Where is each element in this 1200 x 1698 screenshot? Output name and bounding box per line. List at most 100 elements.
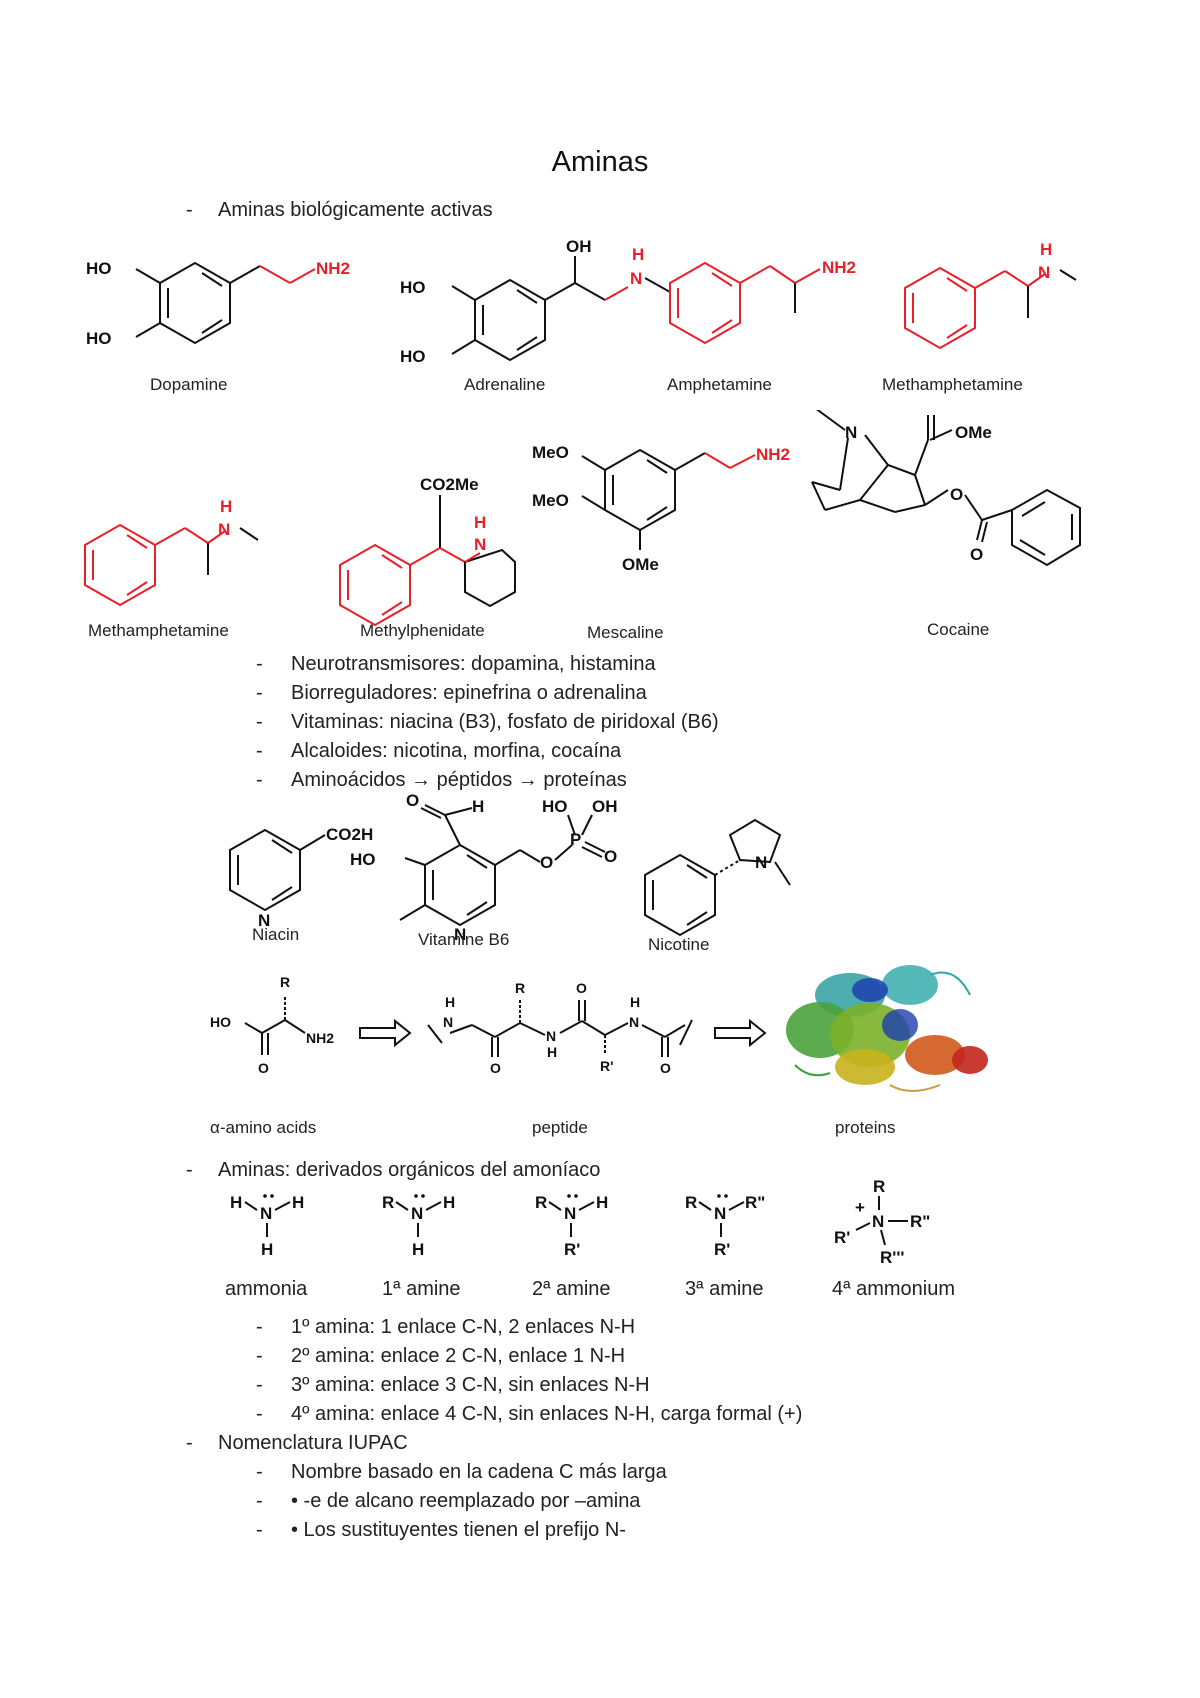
- bullet-dash: -: [256, 1345, 263, 1367]
- secondary-amine-structure: R N H R' 2ª amine: [532, 1193, 611, 1300]
- cocaine-structure: N O OMe O O Cocaine: [811, 410, 1081, 639]
- section-heading-biologically-active: Aminas biológicamente activas: [218, 199, 493, 221]
- arrow-right-icon: [359, 1018, 412, 1048]
- bullet-neurotransmitters: Neurotransmisores: dopamina, histamina: [291, 653, 656, 675]
- atom-n: N: [872, 1212, 884, 1231]
- atom-r-prime: R': [714, 1240, 730, 1259]
- bullet-dash: -: [256, 1374, 263, 1396]
- row5-amine-classes: H N H H ammonia R N H H 1ª amine R N: [225, 1177, 955, 1300]
- atom-p: P: [570, 830, 581, 849]
- atom-o: O: [540, 853, 553, 872]
- atom-plus: +: [855, 1198, 865, 1217]
- bullet-primary-amine: 1º amina: 1 enlace C-N, 2 enlaces N-H: [291, 1316, 636, 1338]
- bullet-dash: -: [256, 740, 263, 762]
- atom-h: H: [261, 1240, 273, 1259]
- atom-n: N: [218, 520, 230, 539]
- atom-ho: HO: [542, 797, 568, 816]
- atom-n: N: [474, 535, 486, 554]
- atom-r: R: [280, 974, 290, 990]
- atom-co2h: CO2H: [326, 825, 373, 844]
- bullet-dash: -: [256, 711, 263, 733]
- bullet-dash: -: [256, 1461, 263, 1483]
- atom-o: O: [604, 847, 617, 866]
- atom-n: N: [258, 911, 270, 930]
- bullet-alkaloids: Alcaloides: nicotina, morfina, cocaína: [291, 740, 622, 762]
- atom-r-double-prime: R": [910, 1212, 930, 1231]
- niacin-structure: CO2H N Niacin: [229, 825, 373, 944]
- tertiary-amine-structure: R N R" R' 3ª amine: [685, 1193, 765, 1300]
- atom-n: N: [564, 1204, 576, 1223]
- caption-cocaine: Cocaine: [927, 620, 989, 639]
- bullet-bioregulators: Biorreguladores: epinefrina o adrenalina: [291, 682, 647, 704]
- caption-peptide: peptide: [532, 1118, 588, 1137]
- atom-o: O: [576, 980, 587, 996]
- bullet-dash: -: [186, 199, 193, 221]
- atom-ome: OMe: [622, 555, 659, 574]
- ammonia-structure: H N H H ammonia: [225, 1193, 308, 1300]
- methamphetamine-structure: H N Methamphetamine: [882, 240, 1077, 394]
- bullet-n-prefix: • Los sustituyentes tienen el prefijo N-: [291, 1519, 626, 1541]
- atom-h: H: [230, 1193, 242, 1212]
- primary-amine-structure: R N H H 1ª amine: [382, 1193, 461, 1300]
- atom-o: O: [490, 1060, 501, 1076]
- atom-meo: MeO: [532, 443, 569, 462]
- methylphenidate-structure: CO2Me H N Methylphenidate: [339, 475, 516, 640]
- bullet-dash: -: [256, 769, 263, 791]
- bullet-amino-acids: Aminoácidos → péptidos → proteínas: [291, 769, 627, 791]
- caption-methamphetamine: Methamphetamine: [882, 375, 1023, 394]
- caption-amphetamine: Amphetamine: [667, 375, 772, 394]
- section-heading-ammonia-derivatives: Aminas: derivados orgánicos del amoníaco: [218, 1159, 601, 1181]
- atom-h: H: [474, 513, 486, 532]
- atom-h: H: [630, 994, 640, 1010]
- bullet-suffix-replacement: • -e de alcano reemplazado por –amina: [291, 1490, 641, 1512]
- atom-r: R: [382, 1193, 394, 1212]
- atom-n: N: [443, 1014, 453, 1030]
- atom-oh: OH: [592, 797, 618, 816]
- caption-secondary-amine: 2ª amine: [532, 1278, 611, 1300]
- atom-h: H: [445, 994, 455, 1010]
- protein-ribbon-image: proteins: [786, 965, 988, 1137]
- atom-n: N: [411, 1204, 423, 1223]
- atom-o: O: [923, 410, 936, 414]
- caption-tertiary-amine: 3ª amine: [685, 1278, 764, 1300]
- bullet-quaternary-amine: 4º amina: enlace 4 C-N, sin enlaces N-H,…: [291, 1403, 803, 1425]
- atom-n: N: [454, 925, 466, 944]
- quaternary-ammonium-structure: R + N R" R' R''' 4ª ammonium: [832, 1177, 955, 1300]
- atom-n: N: [629, 1014, 639, 1030]
- atom-h: H: [472, 797, 484, 816]
- atom-r-prime: R': [834, 1228, 850, 1247]
- bullet-dash: -: [186, 1159, 193, 1181]
- atom-h: H: [632, 245, 644, 264]
- row1-structures: HO HO NH2 Dopamine OH HO HO H N Adrenali…: [86, 238, 1077, 394]
- mescaline-structure: MeO MeO OMe NH2 Mescaline: [532, 443, 790, 642]
- atom-r: R: [515, 980, 525, 996]
- methamphetamine-structure-2: H N Methamphetamine: [84, 497, 259, 640]
- adrenaline-structure: OH HO HO H N Adrenaline: [400, 238, 671, 394]
- caption-niacin: Niacin: [252, 925, 299, 944]
- bullet-secondary-amine: 2º amina: enlace 2 C-N, enlace 1 N-H: [291, 1345, 626, 1367]
- atom-o: O: [970, 545, 983, 564]
- atom-h: H: [1040, 240, 1052, 259]
- atom-nh2: NH2: [316, 259, 350, 278]
- atom-ho: HO: [86, 259, 112, 278]
- atom-r: R: [535, 1193, 547, 1212]
- section-heading-iupac: Nomenclatura IUPAC: [218, 1432, 408, 1454]
- caption-quaternary-ammonium: 4ª ammonium: [832, 1278, 955, 1300]
- caption-mescaline: Mescaline: [587, 623, 664, 642]
- atom-r: R: [873, 1177, 885, 1196]
- atom-ho: HO: [400, 278, 426, 297]
- atom-ho: HO: [350, 850, 376, 869]
- atom-n: N: [260, 1204, 272, 1223]
- atom-o: O: [950, 485, 963, 504]
- atom-ome: OMe: [955, 423, 992, 442]
- bullet-dash: -: [256, 1490, 263, 1512]
- nicotine-structure: N Nicotine: [644, 818, 791, 950]
- dopamine-structure: HO HO NH2 Dopamine: [86, 259, 350, 394]
- atom-nh2: NH2: [756, 445, 790, 464]
- atom-o: O: [406, 791, 419, 810]
- atom-r-prime: R': [600, 1058, 613, 1074]
- atom-n: N: [714, 1204, 726, 1223]
- row4-structures: HO R NH2 O α-amino acids: [210, 965, 988, 1137]
- bullet-vitamins: Vitaminas: niacina (B3), fosfato de piri…: [291, 711, 719, 733]
